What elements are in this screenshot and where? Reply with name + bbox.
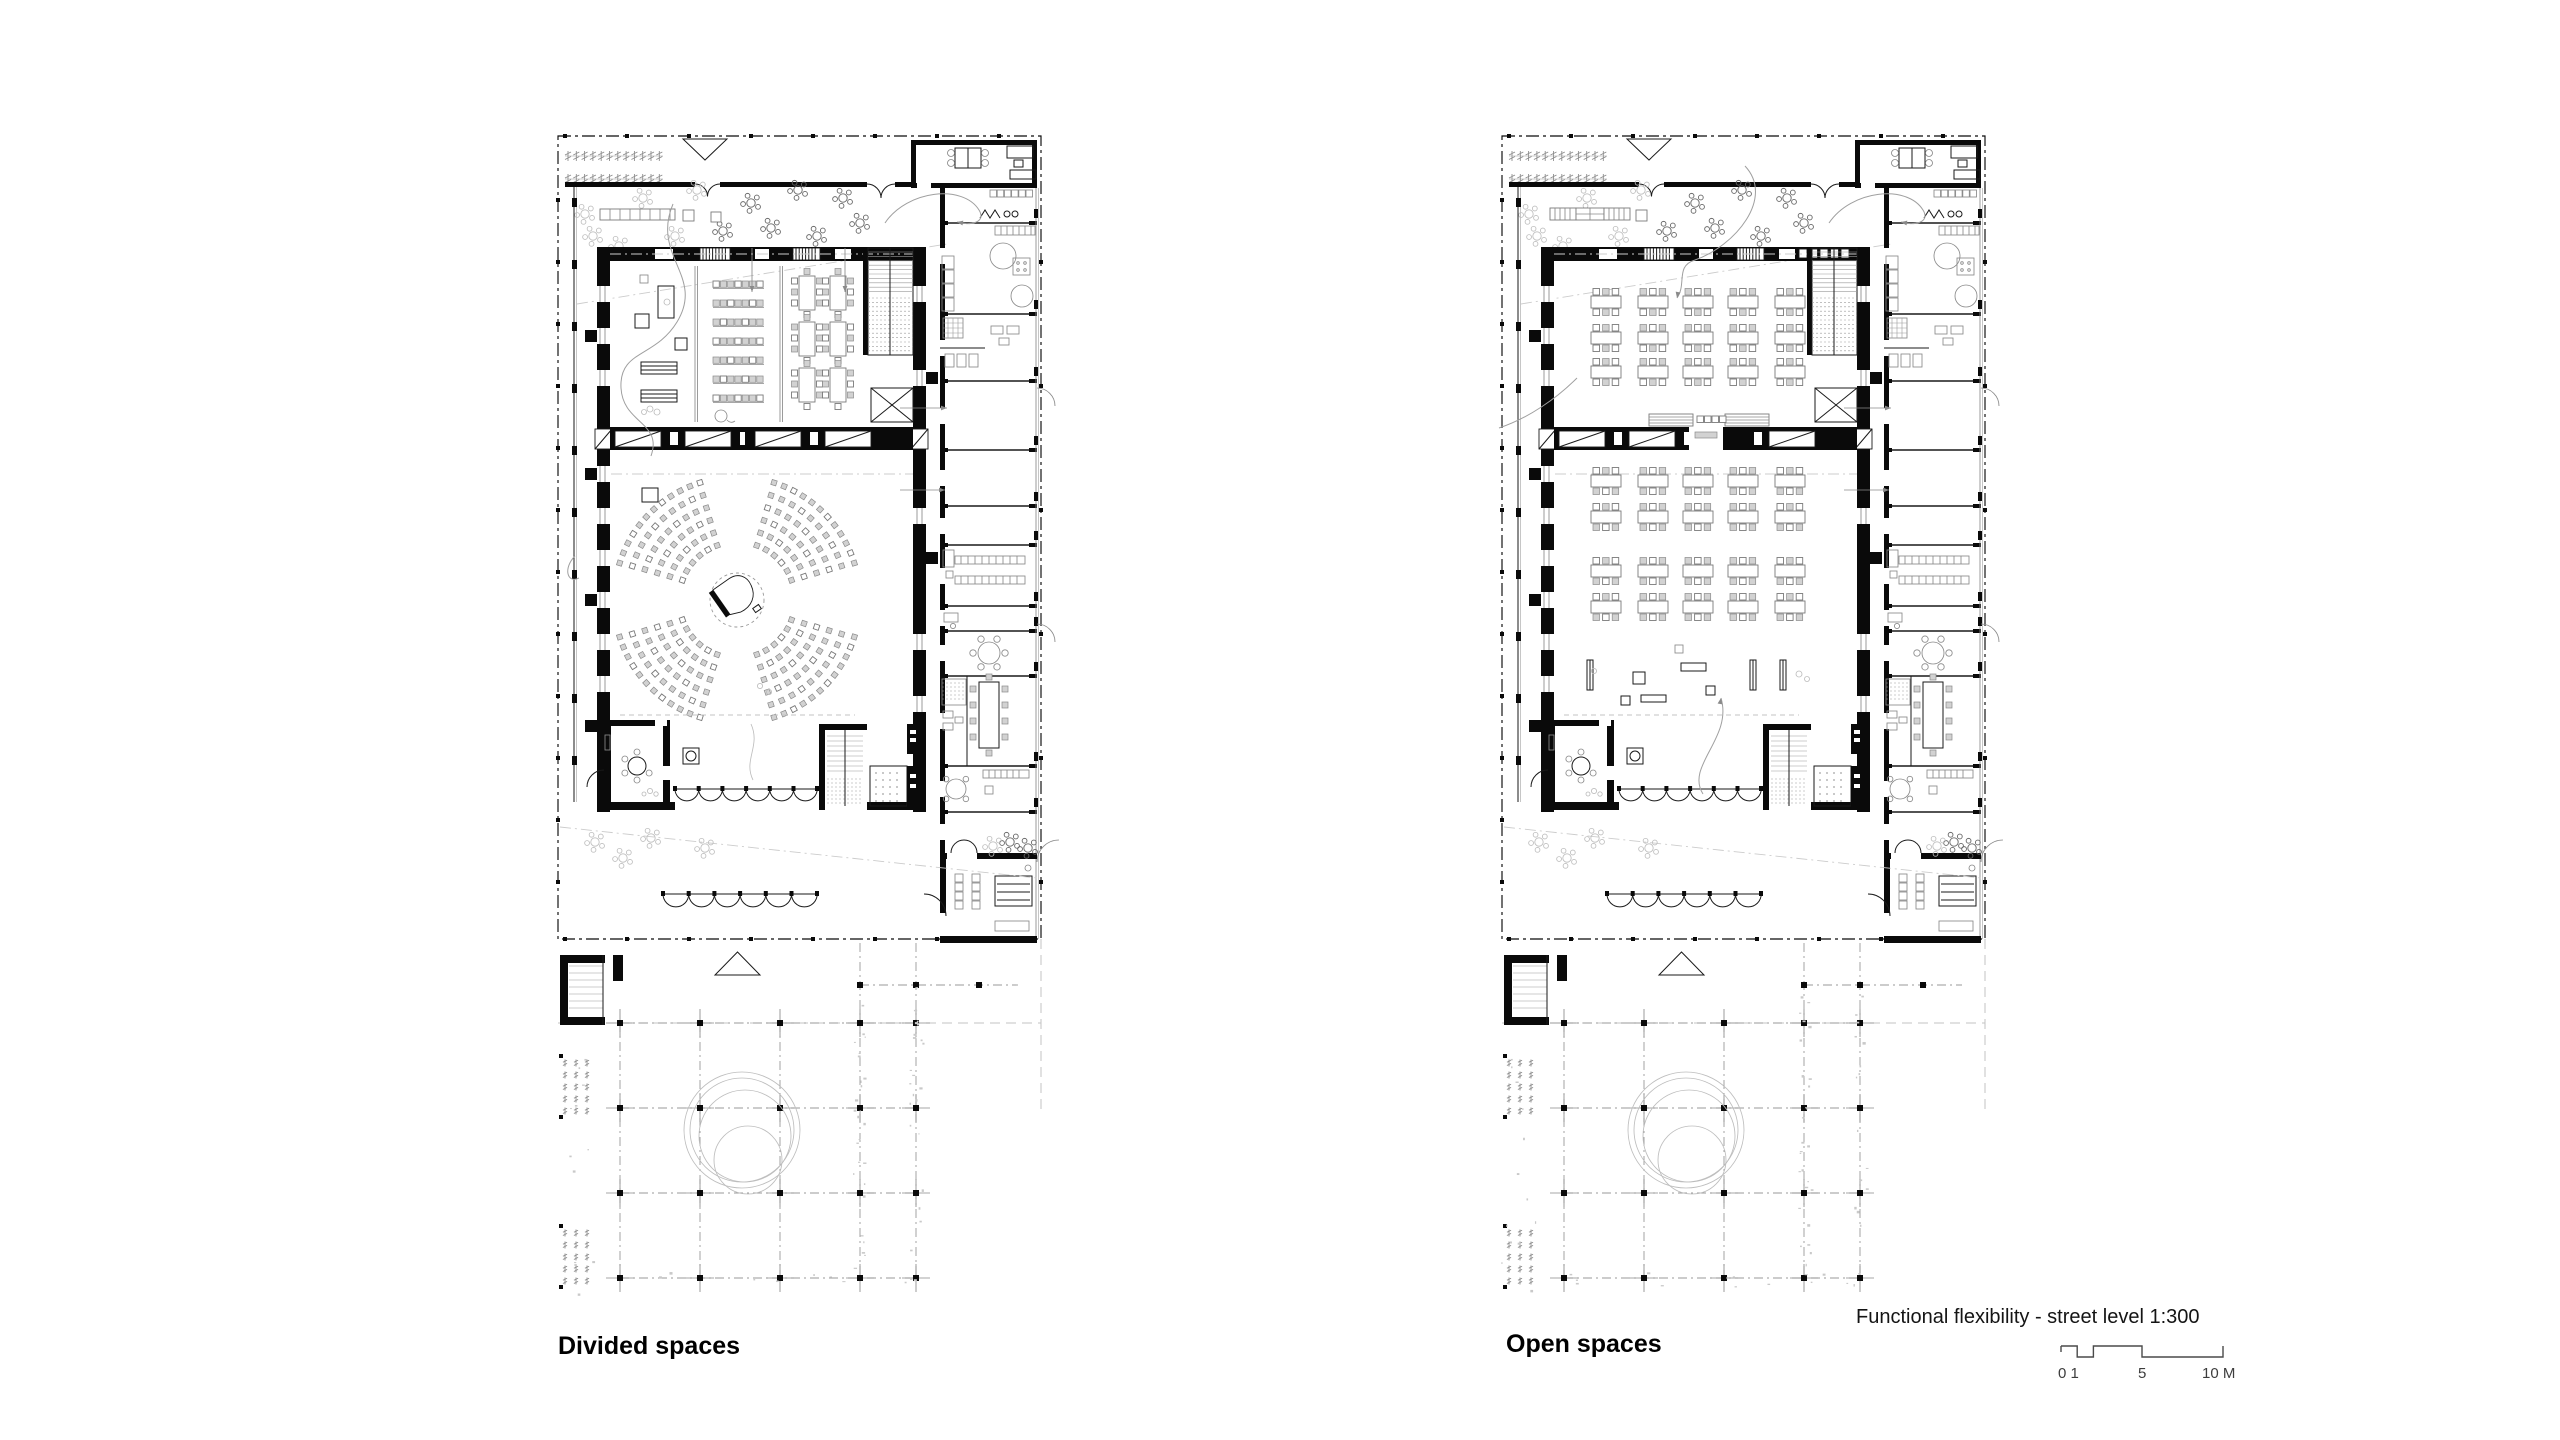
wing-seminar — [942, 549, 1026, 630]
upper-hall-open — [1590, 288, 1806, 386]
entrance-room-southeast — [923, 831, 1038, 943]
main-stair — [1807, 247, 1858, 356]
sightline-south — [559, 826, 1038, 879]
plaza-triangle — [1657, 951, 1706, 976]
wing-wc-band — [940, 317, 1020, 368]
sightline-south — [1503, 826, 1982, 879]
wing-dining — [969, 635, 1009, 671]
gravel-speckle — [1501, 995, 1869, 1293]
corridor-arrow — [900, 487, 945, 493]
top-right-room — [1855, 140, 1981, 198]
plan-label-open: Open spaces — [1506, 1330, 1662, 1358]
kitchen — [1885, 209, 1980, 312]
flow-line-kitchen — [1828, 193, 1926, 226]
spiral-ramp-circles — [683, 1071, 801, 1195]
service-wing — [1884, 188, 1983, 939]
scale-bar-glyph — [2060, 1345, 2224, 1358]
sheet-caption: Functional flexibility - street level 1:… — [1856, 1306, 2200, 1328]
terrace-counter — [599, 208, 722, 223]
wing-meeting — [1885, 673, 1953, 766]
flow-line-divided-lower — [749, 723, 755, 781]
southeast-stair — [819, 724, 919, 810]
plaza-stair-block — [1504, 955, 1567, 1025]
flow-line-open-upper — [1498, 165, 1756, 429]
wing-lounge — [1886, 769, 1974, 803]
vestibule — [620, 714, 855, 765]
plaza-column-grid — [606, 943, 1018, 1292]
street-trees — [1508, 151, 1607, 184]
scale-bar: 0 1 5 10 M — [2056, 1342, 2256, 1392]
elevator — [870, 387, 947, 423]
main-hall-walls — [572, 187, 938, 812]
north-facade-wall — [1509, 182, 1855, 199]
partition-band — [610, 427, 913, 475]
kitchen — [941, 209, 1036, 312]
plaza-triangle — [713, 951, 762, 976]
plan-label-divided: Divided spaces — [558, 1332, 741, 1360]
wing-wc-band — [1884, 317, 1964, 368]
wing-meeting — [941, 673, 1009, 766]
open-loose-zone — [1586, 644, 1810, 706]
terrace-counter — [1549, 207, 1648, 222]
wing-seminar — [1886, 549, 1970, 630]
plaza-stair-block — [560, 955, 623, 1025]
grand-piano — [708, 575, 763, 618]
auditorium-seating — [615, 478, 859, 722]
flow-line-kitchen — [884, 193, 982, 226]
planting-strips — [559, 1054, 590, 1289]
southeast-stair — [1763, 724, 1863, 810]
wing-lounge — [942, 769, 1030, 803]
top-right-room — [911, 140, 1037, 198]
vestibule — [1564, 714, 1799, 765]
wing-door-swings — [1980, 387, 2004, 863]
street-trees — [564, 151, 663, 184]
site-boundary — [1500, 134, 1987, 1115]
gravel-speckle — [569, 987, 925, 1296]
planting-strips — [1503, 1054, 1534, 1289]
floor-plan-open-spaces — [1498, 126, 2004, 1306]
scale-label-start: 0 1 — [2058, 1365, 2079, 1382]
main-hall-walls — [1516, 187, 1882, 812]
south-terrace — [584, 827, 819, 908]
entrance-canopy-triangle — [1625, 138, 1673, 161]
entrance-room-southeast — [1867, 831, 1982, 943]
flow-line-open-lower — [1698, 697, 1724, 795]
spiral-ramp-circles — [1627, 1071, 1745, 1195]
entrance-canopy-triangle — [681, 138, 729, 161]
south-terrace — [1528, 827, 1763, 908]
upper-hall-divided — [634, 248, 854, 423]
corridor-arrow — [1844, 487, 1889, 493]
auditorium — [641, 487, 765, 628]
southwest-room — [1530, 720, 1614, 810]
scale-label-end: 10 M — [2202, 1365, 2236, 1382]
service-wing — [940, 188, 1039, 939]
main-stair — [863, 247, 914, 356]
elevator — [1814, 387, 1891, 423]
wing-dining — [1913, 635, 1953, 671]
plaza-column-grid — [1550, 943, 1962, 1292]
scale-label-mid: 5 — [2138, 1365, 2147, 1382]
lower-hall-open — [1590, 467, 1806, 621]
floor-plan-open-svg — [1498, 134, 2004, 1293]
north-facade-wall — [565, 182, 911, 199]
floor-plan-divided-spaces — [555, 126, 1060, 1306]
wing-door-swings — [1036, 387, 1060, 863]
floor-plan-divided-svg — [556, 134, 1060, 1296]
flow-line-divided — [567, 203, 686, 580]
partition-band — [1554, 413, 1857, 475]
southwest-room — [586, 720, 670, 810]
